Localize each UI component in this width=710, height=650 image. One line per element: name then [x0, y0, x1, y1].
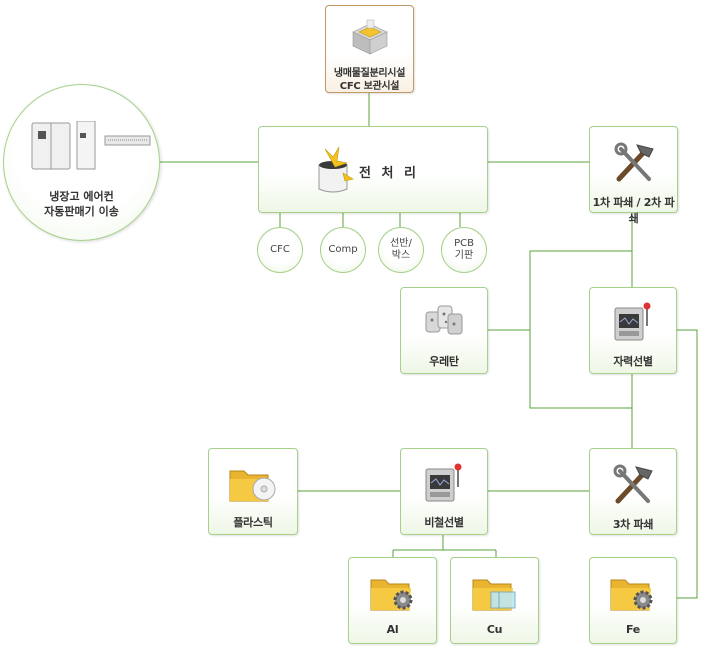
- nonferrous-node: 비철선별: [400, 448, 488, 535]
- hammer-wrench-icon: [613, 464, 653, 504]
- component-cfc: CFC: [257, 227, 303, 273]
- cfc-storage-line2: CFC 보관시설: [339, 81, 400, 92]
- crush12-label: 1차 파쇄 / 2차 파쇄: [592, 196, 675, 225]
- fe-node: Fe: [589, 557, 677, 644]
- folder-gear-icon: [370, 579, 412, 611]
- sorting-machine-icon: [425, 463, 462, 502]
- urethane-label: 우레탄: [429, 355, 459, 368]
- cu-node: Cu: [450, 557, 539, 644]
- cu-label: Cu: [486, 623, 503, 636]
- appliances-icon: [31, 121, 151, 170]
- component-comp: Comp: [320, 227, 366, 273]
- appliances-node: 냉장고 에어컨 자동판매기 이송: [3, 84, 160, 241]
- urethane-icon: [425, 305, 463, 335]
- appliances-line2: 자동판매기 이송: [44, 205, 119, 218]
- plastic-node: 플라스틱: [208, 448, 298, 535]
- component-pcb: PCB 기판: [441, 227, 487, 273]
- al-node: Al: [348, 557, 437, 644]
- folder-glass-icon: [472, 579, 515, 611]
- pretreatment-node: 전 처 리: [258, 126, 488, 213]
- pretreatment-label: 전 처 리: [359, 166, 419, 181]
- hammer-wrench-icon: [614, 142, 654, 182]
- storage-box-icon: [351, 19, 388, 55]
- component-shelf-box: 선반/ 박스: [378, 227, 424, 273]
- magnetic-node: 자력선별: [589, 287, 677, 374]
- appliances-line1: 냉장고 에어컨: [49, 190, 114, 203]
- crush12-node: 1차 파쇄 / 2차 파쇄: [589, 126, 678, 225]
- nonferrous-label: 비철선별: [424, 516, 464, 529]
- urethane-node: 우레탄: [400, 287, 488, 374]
- magnetic-label: 자력선별: [613, 355, 653, 368]
- plastic-label: 플라스틱: [233, 516, 273, 529]
- al-label: Al: [386, 623, 399, 636]
- cfc-storage-line1: 냉매물질분리시설: [333, 68, 406, 79]
- folder-disc-icon: [229, 470, 276, 502]
- folder-gear-icon: [610, 579, 653, 611]
- crush3-node: 3차 파쇄: [589, 448, 677, 535]
- cfc-storage-node: 냉매물질분리시설 CFC 보관시설: [325, 5, 414, 93]
- sorting-machine-icon: [614, 302, 651, 341]
- fe-label: Fe: [626, 623, 640, 636]
- cup-icon: [318, 146, 354, 193]
- crush3-label: 3차 파쇄: [612, 518, 654, 531]
